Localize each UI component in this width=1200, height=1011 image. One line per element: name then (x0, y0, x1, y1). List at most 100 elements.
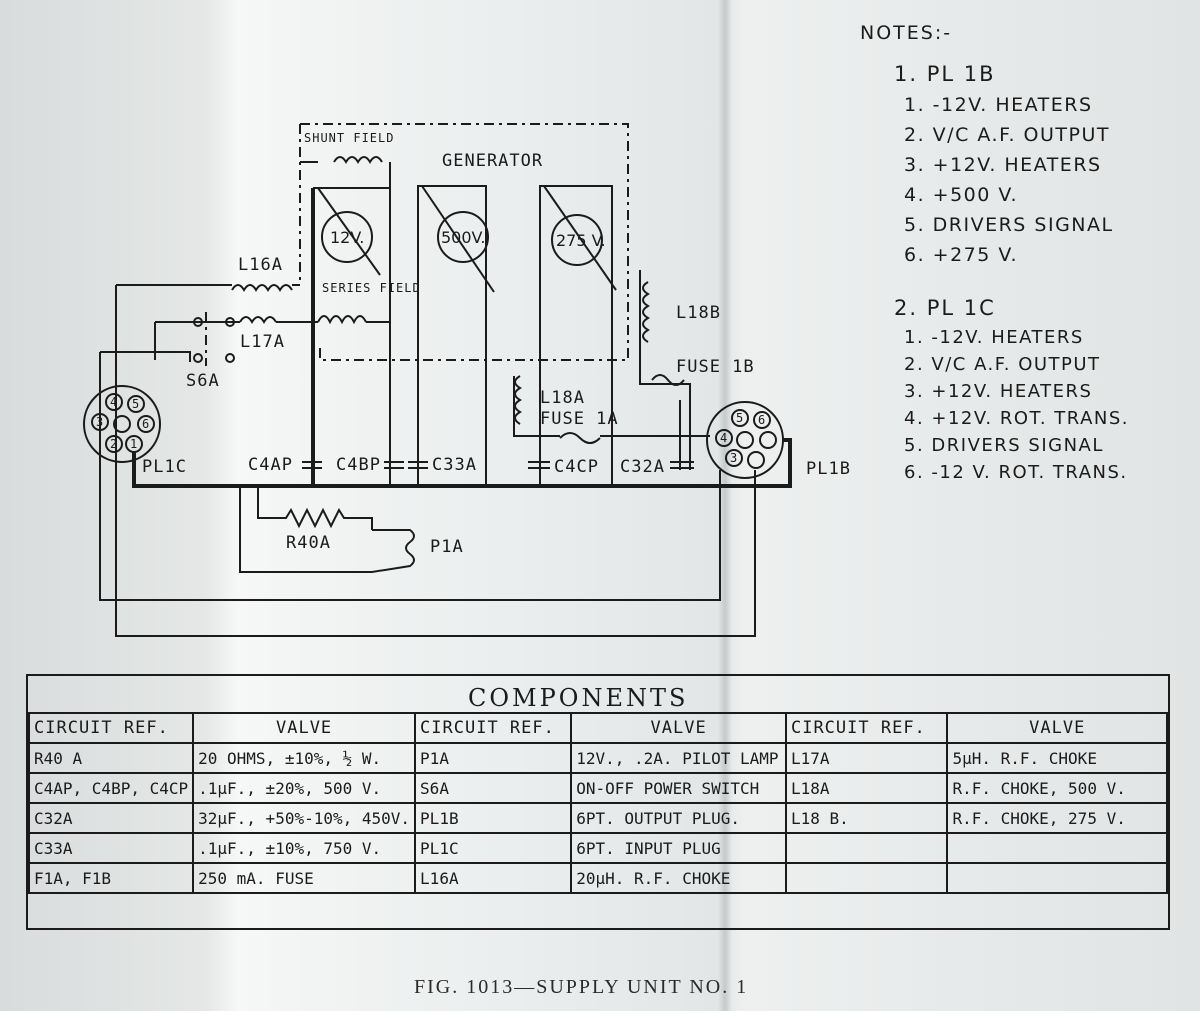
table-cell: L16A (414, 862, 573, 894)
svg-text:5: 5 (132, 397, 140, 411)
header-valve: VALVE (946, 712, 1168, 744)
brush-line-3 (543, 185, 617, 291)
table-cell: C32A (27, 802, 195, 834)
note-item: 1. -12V. HEATERS (904, 327, 1084, 348)
capacitor-c4bp (384, 461, 428, 469)
shunt-field-coil (333, 156, 383, 164)
c33a-label: C33A (432, 455, 477, 475)
table-cell: .1µF., ±20%, 500 V. (192, 772, 417, 804)
l17a-coil (239, 316, 277, 324)
table-cell (784, 862, 949, 894)
pl1c-label: PL1C (142, 457, 187, 477)
shunt-field-label: SHUNT FIELD (304, 131, 394, 145)
notes-panel: NOTES:- 1. PL 1B 1. -12V. HEATERS 2. V/C… (860, 22, 1129, 512)
l17a-label: L17A (240, 332, 285, 352)
p1a-label: P1A (430, 537, 464, 557)
series-field-label: SERIES FIELD (322, 281, 421, 295)
l16a-label: L16A (238, 255, 283, 275)
circuit-diagram: SHUNT FIELD GENERATOR 12V. 500V. 275 V. … (83, 123, 850, 637)
wire-500 (417, 186, 487, 486)
table-row: C32A 32µF., +50%-10%, 450V. PL1B 6PT. OU… (27, 802, 1168, 834)
table-cell: .1µF., ±10%, 750 V. (192, 832, 417, 864)
svg-text:3: 3 (96, 415, 104, 429)
table-cell: 20µH. R.F. CHOKE (570, 862, 787, 894)
resistor-r40a (257, 486, 373, 530)
note-item: 6. -12 V. ROT. TRANS. (904, 462, 1128, 483)
header-valve: VALVE (570, 712, 787, 744)
note-item: 5. DRIVERS SIGNAL (904, 214, 1114, 236)
table-cell: P1A (414, 742, 573, 774)
components-table-panel: COMPONENTS CIRCUIT REF. VALVE CIRCUIT RE… (26, 674, 1170, 930)
svg-text:2: 2 (110, 437, 118, 451)
generator-label: GENERATOR (442, 151, 543, 171)
notes-pl1b-heading: 1. PL 1B (894, 62, 996, 86)
wire-l18b (639, 270, 691, 470)
note-item: 3. +12V. HEATERS (904, 154, 1102, 176)
s6a-contact-3 (193, 353, 203, 363)
components-table: CIRCUIT REF. VALVE CIRCUIT REF. VALVE CI… (27, 712, 1168, 894)
pl1c-connector (83, 385, 161, 463)
brush-line-2 (421, 185, 495, 293)
table-cell: 20 OHMS, ±10%, ½ W. (192, 742, 417, 774)
table-cell: ON-OFF POWER SWITCH (570, 772, 787, 804)
notes-pl1b-group: 1. PL 1B 1. -12V. HEATERS 2. V/C A.F. OU… (860, 62, 1129, 270)
table-cell: PL1B (414, 802, 573, 834)
table-row: C33A .1µF., ±10%, 750 V. PL1C 6PT. INPUT… (27, 832, 1168, 864)
brush-line-1 (317, 187, 381, 276)
header-circuit-ref: CIRCUIT REF. (414, 712, 573, 744)
fuse-1a-symbol (559, 432, 601, 444)
r40a-label: R40A (286, 533, 331, 553)
note-item: 5. DRIVERS SIGNAL (904, 435, 1104, 456)
note-item: 2. V/C A.F. OUTPUT (904, 354, 1101, 375)
pl1b-center-pin (736, 431, 754, 449)
pilot-lamp-p1a (239, 486, 415, 573)
s6a-label: S6A (186, 371, 220, 391)
table-cell: C33A (27, 832, 195, 864)
table-cell: 6PT. INPUT PLUG (570, 832, 787, 864)
table-cell: L18 B. (784, 802, 949, 834)
l18a-label: L18A (540, 388, 585, 408)
pl1b-pins: 5 6 4 3 (715, 409, 777, 469)
table-cell: C4AP, C4BP, C4CP (27, 772, 195, 804)
svg-text:4: 4 (720, 431, 728, 445)
wire-fuse (539, 400, 681, 486)
table-cell: 12V., .2A. PILOT LAMP (570, 742, 787, 774)
l16a-coil (231, 284, 293, 292)
table-cell: R40 A (27, 742, 195, 774)
table-cell: S6A (414, 772, 573, 804)
meter-500v-label: 500V. (441, 228, 486, 247)
wire-l18a (513, 376, 710, 437)
table-cell: 5µH. R.F. CHOKE (946, 742, 1168, 774)
c32a-label: C32A (620, 457, 665, 477)
svg-text:6: 6 (758, 413, 766, 427)
components-title: COMPONENTS (468, 684, 689, 712)
note-item: 6. +275 V. (904, 244, 1018, 266)
table-cell: F1A, F1B (27, 862, 195, 894)
table-cell: 6PT. OUTPUT PLUG. (570, 802, 787, 834)
notes-title: NOTES:- (860, 22, 953, 44)
c4bp-label: C4BP (336, 455, 381, 475)
svg-text:6: 6 (142, 417, 150, 431)
table-row: F1A, F1B 250 mA. FUSE L16A 20µH. R.F. CH… (27, 862, 1168, 894)
table-cell: 250 mA. FUSE (192, 862, 417, 894)
note-item: 2. V/C A.F. OUTPUT (904, 124, 1110, 146)
table-cell: L17A (784, 742, 949, 774)
c4ap-label: C4AP (248, 455, 293, 475)
table-cell (946, 832, 1168, 864)
table-cell: L18A (784, 772, 949, 804)
table-cell: R.F. CHOKE, 275 V. (946, 802, 1168, 834)
s6a-contact-2 (225, 317, 235, 327)
header-circuit-ref: CIRCUIT REF. (27, 712, 195, 744)
table-row: C4AP, C4BP, C4CP .1µF., ±20%, 500 V. S6A… (27, 772, 1168, 804)
meter-12v (321, 211, 373, 263)
table-cell: 32µF., +50%-10%, 450V. (192, 802, 417, 834)
notes-pl1c-heading: 2. PL 1C (894, 296, 996, 320)
pl1b-connector (706, 401, 784, 479)
svg-text:3: 3 (730, 451, 738, 465)
ground-bus (132, 438, 792, 488)
figure-caption: FIG. 1013—SUPPLY UNIT NO. 1 (414, 976, 749, 998)
table-cell (946, 862, 1168, 894)
meter-500v (437, 211, 489, 263)
table-cell (784, 832, 949, 864)
notes-pl1c-group: 2. PL 1C 1. -12V. HEATERS 2. V/C A.F. OU… (860, 296, 1129, 486)
